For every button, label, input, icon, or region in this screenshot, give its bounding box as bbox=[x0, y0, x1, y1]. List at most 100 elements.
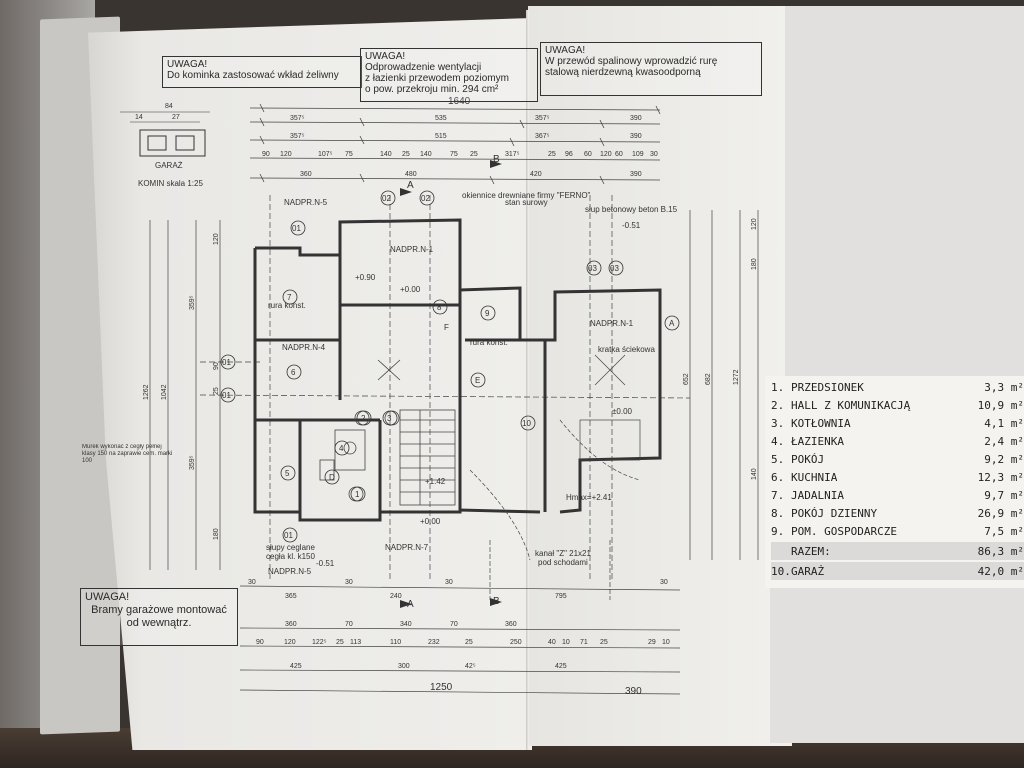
legend-number: 9. bbox=[771, 524, 785, 538]
svg-text:60: 60 bbox=[584, 151, 592, 158]
legend-number: 8. bbox=[771, 506, 785, 520]
svg-text:140: 140 bbox=[420, 151, 432, 158]
dim-line-row3 bbox=[249, 139, 661, 143]
label-nadpr: NADPR.N-1 bbox=[390, 245, 434, 254]
svg-text:360: 360 bbox=[300, 171, 312, 178]
dim-line-row2 bbox=[249, 121, 661, 125]
svg-text:480: 480 bbox=[405, 171, 417, 178]
legend-name: POKÓJ DZIENNY bbox=[791, 506, 878, 520]
legend-row: 2. HALL Z KOMUNIKACJĄ 10,9 m² bbox=[771, 396, 1024, 414]
svg-text:30: 30 bbox=[248, 579, 256, 586]
warning-note-garage-doors: UWAGA! Bramy garażowe montować od wewnąt… bbox=[80, 588, 238, 646]
svg-text:390: 390 bbox=[630, 115, 642, 122]
note-title: UWAGA! bbox=[85, 591, 130, 603]
svg-text:250: 250 bbox=[510, 639, 522, 646]
dim-row3: 357⁵ 515 367⁵ 390 bbox=[290, 133, 642, 140]
axis-marker bbox=[282, 527, 298, 543]
legend-row: 1. PRZEDSIONEK 3,3 m² bbox=[771, 378, 1024, 396]
wall-outline-top bbox=[255, 218, 662, 514]
legend-area: 86,3 m² bbox=[977, 544, 1024, 558]
legend-area: 10,9 m² bbox=[977, 398, 1024, 412]
legend-name: PRZEDSIONEK bbox=[791, 380, 864, 394]
svg-text:110: 110 bbox=[390, 639, 401, 646]
svg-text:120: 120 bbox=[600, 151, 612, 158]
chimney-dim: 84 bbox=[165, 103, 173, 110]
dim-line-bottom-row2 bbox=[239, 627, 681, 631]
legend-name: POKÓJ bbox=[791, 452, 825, 466]
zone-circles bbox=[324, 315, 680, 485]
dim-right-652: 652 bbox=[683, 373, 690, 385]
label-nadpr: NADPR.N-5 bbox=[284, 198, 328, 207]
room-number-circles bbox=[280, 289, 536, 502]
label-nadpr: NADPR.N-5 bbox=[268, 567, 312, 576]
label-murek: Murek wykonać z cegły pełnej klasy 150 n… bbox=[82, 444, 172, 464]
note-line: Bramy garażowe montować bbox=[91, 604, 227, 616]
svg-text:340: 340 bbox=[400, 621, 412, 628]
legend-name: RAZEM: bbox=[791, 544, 831, 558]
svg-text:113: 113 bbox=[350, 639, 361, 646]
label-stan-surowy: stan surowy bbox=[505, 198, 548, 207]
dim-left-1262: 1262 bbox=[143, 384, 150, 400]
axis-label: 03 bbox=[588, 264, 597, 273]
zone-letter: D bbox=[329, 473, 335, 482]
svg-text:107⁵: 107⁵ bbox=[318, 151, 333, 158]
svg-text:96: 96 bbox=[565, 151, 573, 158]
label-nadpr: NADPR.N-7 bbox=[385, 543, 429, 552]
room-number: 2 bbox=[361, 414, 366, 423]
note-line: Do kominka zastosować wkład żeliwny bbox=[167, 70, 339, 81]
warning-note-flue: UWAGA! W przewód spalinowy wprowadzić ru… bbox=[540, 42, 762, 96]
svg-text:365: 365 bbox=[285, 593, 297, 600]
dim-row5: 360 480 420 390 bbox=[300, 171, 642, 178]
legend-number: 5. bbox=[771, 452, 785, 466]
svg-text:357⁵: 357⁵ bbox=[290, 133, 305, 140]
axis-label: 01 bbox=[284, 531, 293, 540]
dim-bottom-row1: 30 365 30 240 30 795 30 bbox=[248, 579, 668, 600]
note-title: UWAGA! bbox=[545, 45, 586, 56]
legend-area: 42,0 m² bbox=[977, 564, 1024, 578]
svg-text:71: 71 bbox=[580, 639, 588, 646]
room-number: 7 bbox=[287, 293, 292, 302]
axis-label: 01 bbox=[222, 391, 231, 400]
label-level: -0.51 bbox=[316, 559, 335, 568]
svg-text:367⁵: 367⁵ bbox=[535, 133, 550, 140]
room-number: 1 bbox=[355, 490, 360, 499]
dim-left-1042: 1042 bbox=[161, 384, 168, 400]
note-line: od wewnątrz. bbox=[126, 617, 192, 629]
dim-line-total bbox=[249, 107, 661, 111]
label-krata: kratka ściekowa bbox=[598, 345, 655, 354]
section-label-a-bottom: A bbox=[407, 599, 414, 610]
dim-line-bottom-row1 bbox=[239, 585, 681, 591]
axis-marker bbox=[586, 260, 602, 276]
svg-text:232: 232 bbox=[428, 639, 440, 646]
label-okiennice: okiennice drewniane firmy "FERNO" bbox=[462, 191, 591, 200]
zone-letter: F bbox=[444, 323, 449, 332]
legend-row: 4. ŁAZIENKA 2,4 m² bbox=[771, 432, 1024, 450]
label-level: +0.00 bbox=[420, 517, 441, 526]
legend-name: HALL Z KOMUNIKACJĄ bbox=[791, 398, 911, 412]
dim-left-90: 90 bbox=[213, 362, 220, 370]
svg-text:317⁵: 317⁵ bbox=[505, 151, 520, 158]
legend-name: KUCHNIA bbox=[791, 470, 838, 484]
legend-row: 9. POM. GOSPODARCZE 7,5 m² bbox=[771, 522, 1024, 540]
label-level: -0.51 bbox=[622, 221, 641, 230]
room-number: 8 bbox=[437, 303, 442, 312]
warning-note-ventilation: UWAGA! Odprowadzenie wentylacji z łazien… bbox=[360, 48, 538, 102]
room-number: 4 bbox=[339, 444, 344, 453]
axis-marker bbox=[220, 387, 236, 403]
axis-line bbox=[199, 394, 691, 399]
axis-label: 01 bbox=[222, 358, 231, 367]
tick-marks bbox=[259, 103, 661, 185]
svg-text:30: 30 bbox=[345, 579, 353, 586]
svg-text:795: 795 bbox=[555, 593, 567, 600]
dim-bottom-row3: 90 120 122⁵ 25 113 110 232 25 250 40 10 … bbox=[256, 639, 670, 646]
label-nadpr: NADPR.N-4 bbox=[282, 343, 326, 352]
axis-label: 02 bbox=[421, 194, 430, 203]
svg-text:300: 300 bbox=[398, 663, 410, 670]
dim-line-row5 bbox=[249, 177, 661, 181]
dim-right-1272: 1272 bbox=[733, 369, 740, 385]
svg-text:120: 120 bbox=[280, 151, 292, 158]
section-label-a-top: A bbox=[407, 180, 414, 191]
room-number: 5 bbox=[285, 469, 290, 478]
note-line: stalową nierdzewną kwasoodporną bbox=[545, 67, 701, 78]
room-number: 10 bbox=[522, 419, 531, 428]
